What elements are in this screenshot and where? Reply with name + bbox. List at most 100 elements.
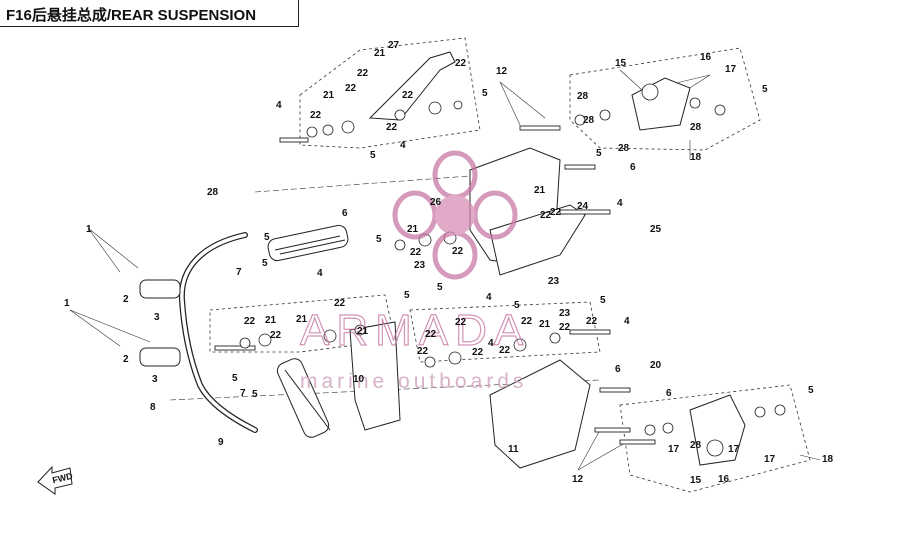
parts [139, 51, 786, 469]
callout-number: 21 [296, 314, 308, 325]
callout-number: 22 [521, 316, 533, 327]
callout-number: 12 [496, 66, 508, 77]
callout-number: 22 [410, 247, 422, 258]
callout-number: 16 [700, 52, 712, 63]
callout-number: 22 [270, 330, 282, 341]
callout-number: 5 [482, 88, 488, 99]
callout-number: 22 [559, 322, 571, 333]
callout-number: 5 [762, 84, 768, 95]
group-outlines [209, 37, 811, 493]
lower-swing-arm [349, 321, 401, 431]
callout-number: 6 [342, 208, 348, 219]
callout-number: 21 [323, 90, 335, 101]
callout-number: 5 [252, 389, 258, 400]
callout-number: 5 [437, 282, 443, 293]
callout-number: 4 [400, 140, 406, 151]
callout-number: 28 [207, 187, 219, 198]
callout-number: 1 [86, 224, 92, 235]
leader-lines [69, 69, 821, 471]
callout-number: 23 [414, 260, 426, 271]
upper-right-bracket [631, 77, 691, 131]
callout-number: 18 [822, 454, 834, 465]
clamp-lower [139, 347, 181, 367]
callout-number: 22 [499, 345, 511, 356]
callout-number: 21 [407, 224, 419, 235]
callout-number: 5 [808, 385, 814, 396]
callout-number: 28 [690, 440, 702, 451]
callout-number: 21 [357, 326, 369, 337]
upper-shock-absorber [267, 224, 349, 262]
callout-number: 17 [725, 64, 737, 75]
callout-number: 22 [386, 122, 398, 133]
callout-number: 4 [317, 268, 323, 279]
callout-number: 4 [488, 338, 494, 349]
callout-number: 17 [668, 444, 680, 455]
callout-number: 27 [388, 40, 400, 51]
callout-number: 22 [334, 298, 346, 309]
callout-number: 25 [650, 224, 662, 235]
callout-number: 5 [262, 258, 268, 269]
callout-number: 16 [718, 474, 730, 485]
callout-number: 26 [430, 197, 442, 208]
title-box: F16后悬挂总成/REAR SUSPENSION [0, 0, 299, 27]
callout-number: 5 [376, 234, 382, 245]
callout-number: 2 [123, 354, 129, 365]
callout-number: 5 [596, 148, 602, 159]
callout-number: 22 [357, 68, 369, 79]
callout-number: 5 [514, 300, 520, 311]
callout-number: 4 [624, 316, 630, 327]
fwd-label: FWD [51, 471, 74, 486]
callout-number: 11 [508, 444, 519, 455]
callout-number: 22 [550, 207, 562, 218]
fwd-arrow: FWD [37, 465, 74, 495]
lower-knuckle [489, 359, 591, 469]
callout-number: 24 [577, 201, 589, 212]
callout-number: 22 [310, 110, 322, 121]
callout-number: 1 [64, 298, 70, 309]
callout-number: 4 [617, 198, 623, 209]
callout-number: 22 [540, 210, 552, 221]
callout-number: 6 [615, 364, 621, 375]
callout-number: 17 [764, 454, 776, 465]
callout-number: 22 [402, 90, 414, 101]
watermark-logo [392, 150, 518, 280]
callout-number: 12 [572, 474, 584, 485]
callout-number: 22 [244, 316, 256, 327]
callout-number: 28 [583, 115, 595, 126]
callout-number: 28 [618, 143, 630, 154]
callout-number: 23 [559, 308, 571, 319]
callout-number: 22 [417, 346, 429, 357]
callout-number: 15 [615, 58, 627, 69]
callout-number: 4 [486, 292, 492, 303]
callout-number: 15 [690, 475, 702, 486]
page-title: F16后悬挂总成/REAR SUSPENSION [6, 7, 257, 24]
bolts [214, 125, 656, 445]
callout-number: 17 [728, 444, 740, 455]
callout-number: 5 [232, 373, 238, 384]
callout-number: 18 [690, 152, 702, 163]
watermark-brand: ARMADA [300, 306, 530, 355]
callout-number: 22 [586, 316, 598, 327]
callout-number: 5 [370, 150, 376, 161]
callout-number: 5 [600, 295, 606, 306]
callout-number: 23 [548, 276, 560, 287]
callout-number: 22 [455, 58, 467, 69]
callout-number: 5 [404, 290, 410, 301]
callout-number: 22 [425, 329, 437, 340]
knuckle-guard [489, 204, 586, 276]
callout-number: 6 [666, 388, 672, 399]
callout-number: 10 [353, 374, 365, 385]
callout-number: 9 [218, 437, 224, 448]
clamp-upper [139, 279, 181, 299]
callout-number: 5 [264, 232, 270, 243]
callout-number: 28 [577, 91, 589, 102]
lower-right-bracket [689, 394, 746, 466]
callout-number: 21 [265, 315, 277, 326]
callout-number: 7 [240, 388, 246, 399]
callout-number: 21 [374, 48, 386, 59]
callout-number: 2 [123, 294, 129, 305]
callout-number: 22 [452, 246, 464, 257]
watermark-tagline: marine outboards [300, 370, 527, 393]
